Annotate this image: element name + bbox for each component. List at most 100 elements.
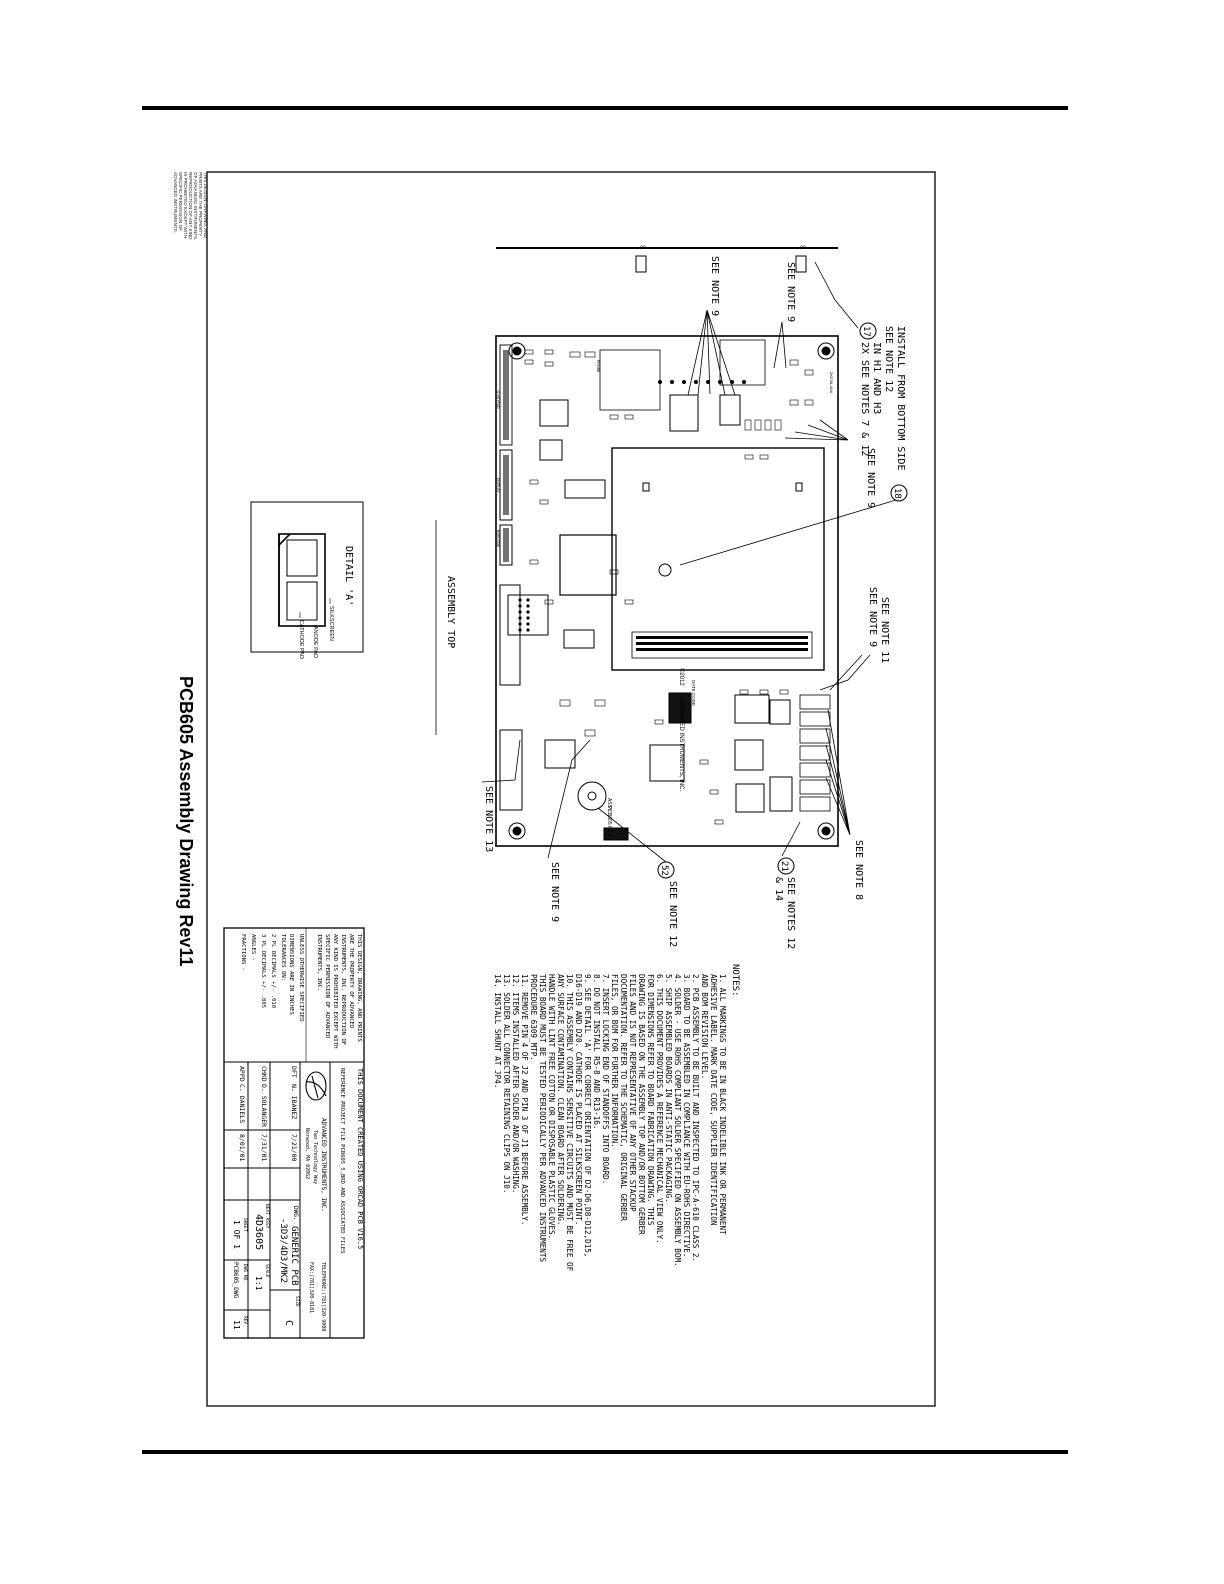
callout-leaders [481,261,897,863]
tb-sig-name: N. IBANEZ [290,1084,298,1119]
note-line: 5. SHIP ASSEMBLED BOARDS IN ANTI-STATIC … [664,974,673,1203]
detail-anode-label: ANODE PAD [312,626,318,658]
tb-tol-line: DIMENSIONS ARE IN INCHES [288,934,294,1015]
callout-see-note-9-e: SEE NOTE 9 [549,862,560,922]
note-line: D16-D19 AND D20. CATHODE IS PLACED AT SI… [574,974,583,1225]
tb-rev-value: 11 [232,1320,241,1330]
callout-install-bottom: INSTALL FROM BOTTOM SIDE [895,326,906,471]
tb-sig-name: C. DANIELS [238,1084,246,1123]
note-line: 14. INSTALL SHUNT AT JP4. [493,974,502,1088]
note-line: 2. PCB ASSEMBLY TO BE BUILT AND INSPECTE… [691,974,700,1262]
note-line: 7. INSERT LOCKING END OF STANDOFFS INTO … [601,974,610,1184]
tb-dwg-title-2: -3D3/4D3/MK2 [278,1218,288,1283]
board-digital-label: DIGITAL ANA [829,372,833,394]
note-line: 1. ALL MARKINGS TO BE IN BLACK INDELIBLE… [718,974,727,1235]
note-line: 10. THIS ASSEMBLY CONTAINS SENSITIVE CIR… [565,974,574,1272]
note-line: 4. SOLDER - USE ROHS COMPLIANT SOLDER SP… [673,974,682,1267]
tb-address-2: Norwood, MA 02062 [304,1128,310,1179]
callout-text: INSTALL FROM BOTTOM SIDE SEE NOTE 12 17 … [483,256,908,949]
title-block [223,927,365,1339]
tb-sheet-label: SHEET [242,1218,248,1232]
note-line: FOR DIMENSIONS REFER TO BOARD FABRICATIO… [646,974,655,1226]
tb-telephone: TELEPHONE:(781)320-9000 [320,1262,326,1331]
tb-notice-line: INSTRUMENTS, INC. REPRODUCTION OF [340,934,346,1046]
tb-fax: FAX:(781)320-8181 [308,1262,314,1313]
drawing-border [206,171,936,1407]
tb-tol-line: 2 PL DECIMALS +/- .010 [270,934,276,1008]
board-probe-label: PROBE [596,360,600,373]
bottom-horizontal-rule [142,1450,1068,1454]
tb-reference-note: REFERENCE PROJECT FILE PCB605_5.BRD AND … [339,1068,345,1253]
notice-line: REPRODUCTION OF ANY KIND [188,172,193,240]
svg-text:00: 00 [640,245,646,251]
board-keypad-label: J2 KEYPAD [496,390,500,409]
tb-notice-line: THIS DESIGN, DRAWING, AND PRINTS [356,934,362,1042]
callout-see-note-13: SEE NOTE 13 [483,786,494,852]
note-line: FILES, OR BOM FOR FURTHER INFORMATION. [610,974,619,1148]
callout-bubble-18: 18 [892,488,902,499]
callout-17-line1: IN H1 AND H3 [871,342,882,414]
tb-dwg-no-value: PCB605_DWG [232,1262,239,1299]
note-line: AND BOM REVISION LEVEL. [700,974,709,1079]
tb-size-label: SIZE [294,1296,300,1307]
tb-size-value: C [283,1320,294,1326]
tb-sig-role: DFT [290,1066,298,1078]
top-horizontal-rule [142,106,1068,110]
tb-sig-date: 8/01/01 [238,1134,246,1161]
tb-sig-role: APPD [238,1066,246,1082]
tb-notice-line: ANY KIND IS PROHIBITED EXCEPT WITH [332,934,338,1049]
svg-text:00: 00 [800,245,806,251]
callout-21-line1: SEE NOTES 12 [785,877,796,949]
note-line: 13. SOLDER ALL CONNECTOR RETAINING CLIPS… [502,974,511,1193]
proprietary-notice: THIS DESIGN, DRAWING, AND PRINTS ARE THE… [173,172,208,240]
callout-bubble-52: 52 [659,865,669,876]
daughter-board [611,447,825,671]
page-caption: PCB605 Assembly Drawing Rev11 [176,676,196,966]
tb-company: ADVANCED INSTRUMENTS, INC. [320,1118,327,1212]
tb-notice-line: INSTRUMENTS, INC. [316,934,322,991]
callout-see-note-8: SEE NOTE 8 [853,840,864,900]
notice-line: OF ADVANCED INSTRUMENTS. [193,172,198,240]
notice-line: SPECIFIC PERMISSION OF [178,172,183,231]
callout-see-note-9-b: SEE NOTE 9 [785,262,796,322]
notice-line: PRINTS ARE THE PROPERTY [198,172,203,236]
tb-tol-line: UNLESS OTHERWISE SPECIFIED [298,934,304,1022]
callout-install-note: SEE NOTE 12 [883,326,894,392]
callout-21-line2: & 14 [773,877,784,901]
board-assy-label: ASSY [606,798,612,812]
board-copyright-label: ©2012 [678,668,685,686]
tb-notice-line: ARE THE PROPERTY OF ADVANCED [348,934,354,1029]
tb-scale-label: SCALE [264,1264,270,1278]
callout-see-note-9-a: SEE NOTE 9 [865,448,876,508]
buzzer [577,781,607,811]
tb-tol-line: ANGLES - [250,934,256,961]
tb-sig-role: CHKD [260,1066,268,1082]
tb-tol-line: 3 PL DECIMALS +/- .005 [260,934,266,1008]
notes-heading: NOTES: [730,964,740,997]
tb-next-assy-label: NEXT ASSY [264,1204,270,1229]
note-line: 9. SEE DETAIL 'A' FOR CORRECT ORIENTATIO… [583,974,592,1257]
notice-line: ADVANCED INSTRUMENTS. [173,172,178,233]
assembly-top-label: ASSEMBLY TOP [445,576,456,648]
tb-notice-line: SPECIFIC PERMISSION OF ADVANCED [324,934,330,1039]
note-line: 6. THIS DOCUMENT PROVIDES A REFERENCE ME… [655,974,664,1244]
board-outline [495,335,839,847]
company-logo [305,1071,327,1101]
board-pcb-rev-label: PCB605 REV [606,806,612,837]
notes-block: NOTES: 1. ALL MARKINGS TO BE IN BLACK IN… [493,964,740,1272]
detail-a: DETAIL 'A' SILKSCREEN ANODE PAD CATHODE … [250,501,364,659]
callout-52: SEE NOTE 12 [667,881,678,947]
note-line: 3. BOARD TO BE ASSEMBLED IN COMPLIANCE W… [682,974,691,1257]
note-line: DRAWING IS BASED ON THE ASSEMBLY TOP AND… [637,974,646,1235]
note-line: ADHESIVE LABEL. MARK DATE CODE, SUPPLIER… [709,974,718,1226]
tb-sig-name: D. SOLANGER [260,1084,268,1127]
note-line: 12. ITEMS INSTALLED AFTER SOLDER AND/OR … [511,974,520,1193]
note-line: 8. DO NOT INSTALL R5-8 AND R13-16. [592,974,601,1129]
detail-silkscreen-label: SILKSCREEN [328,606,334,641]
note-line: HANDLE WITH LINT FREE COTTON OR DISPOSAB… [547,974,556,1239]
callout-see-note-9-c: SEE NOTE 9 [709,256,720,316]
notice-line: THIS DESIGN, DRAWING, AND [203,172,208,239]
note-line: PROCEDURE 6309_MTP. [529,974,538,1061]
note-line: ANY SURFACE CONTAMINATION. CLEAN BOARD A… [556,974,565,1225]
